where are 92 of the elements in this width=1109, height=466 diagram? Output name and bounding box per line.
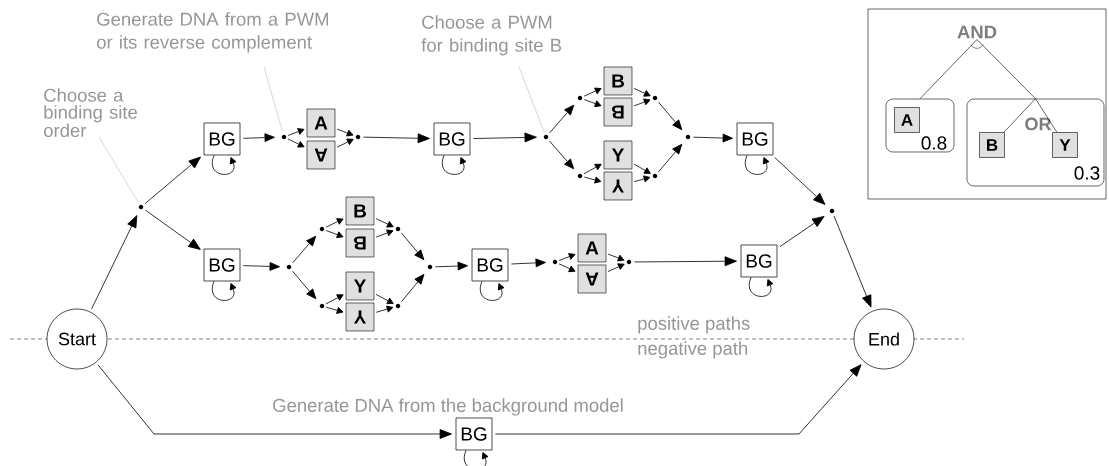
motif-box: A [894, 107, 920, 133]
arrow [494, 364, 862, 435]
inset-panel [867, 8, 1107, 200]
motif-box: B [345, 196, 375, 226]
arrow [144, 156, 201, 204]
arrow [658, 143, 683, 173]
arrow [549, 104, 575, 134]
annotation-text: Choose a PWM for binding site B [421, 15, 562, 56]
arrow [583, 176, 602, 184]
arrow [325, 218, 344, 228]
self-loop-arrow [442, 154, 467, 175]
self-loop-arrow [745, 154, 770, 175]
tree-line [976, 39, 1036, 99]
arrow [607, 263, 625, 272]
arrow [633, 98, 651, 107]
arrow [549, 140, 575, 170]
arrow [375, 229, 394, 238]
state-box: BG [203, 122, 241, 156]
reverse-motif-box: Y [603, 171, 633, 201]
arrow [472, 132, 537, 143]
reverse-motif-box: A [577, 264, 607, 294]
state-box: BG [455, 417, 493, 451]
arrow [325, 294, 344, 305]
reverse-motif-box: B [345, 228, 375, 258]
state-box: BG [740, 244, 778, 278]
arrow [325, 230, 344, 239]
arrow [292, 235, 317, 264]
arrow [583, 163, 602, 175]
arrow [91, 215, 138, 310]
arrow [363, 133, 430, 144]
arrow [435, 261, 468, 271]
arrow [658, 101, 683, 131]
state-box: BG [203, 248, 241, 282]
motif-box: A [306, 108, 336, 138]
tree-line [1003, 98, 1036, 133]
motif-box: B [979, 132, 1005, 158]
motif-box: B [603, 66, 633, 96]
self-loop-arrow [480, 280, 505, 301]
reverse-motif-box: A [306, 140, 336, 170]
arrow [607, 253, 625, 262]
arrow [779, 216, 825, 248]
arrow [634, 256, 737, 267]
arrow [633, 163, 651, 174]
arrow [558, 263, 576, 273]
arrow [401, 232, 425, 261]
motif-box: Y [1052, 132, 1078, 158]
arrow [375, 305, 394, 313]
operator-label: AND [957, 25, 997, 39]
self-loop-arrow [212, 280, 237, 301]
arrow [336, 138, 354, 148]
arrow [242, 133, 275, 142]
tree-line [1035, 98, 1058, 133]
arrow [833, 215, 872, 308]
arrow [325, 306, 344, 314]
arrow [292, 270, 317, 300]
arrow [287, 128, 305, 136]
arrow [583, 99, 602, 108]
self-loop-arrow [749, 276, 774, 297]
arrow [633, 175, 651, 183]
state-box: BG [736, 122, 774, 156]
reverse-motif-box: B [603, 97, 633, 127]
self-loop-arrow [464, 449, 489, 466]
arrow [287, 138, 305, 148]
tree-line [919, 39, 978, 99]
region-label: positive paths [638, 316, 750, 334]
annotation-text: Generate DNA from the background model [273, 398, 623, 416]
leader-line [263, 66, 283, 132]
arrow [145, 209, 201, 250]
arrow [583, 87, 602, 97]
annotation-text: Choose a binding site order [44, 88, 137, 138]
arrow [558, 253, 576, 261]
arrow [693, 133, 733, 143]
arrow [375, 218, 394, 228]
self-loop-arrow [212, 154, 237, 175]
leader-line [98, 136, 139, 203]
state-box: BG [471, 248, 509, 282]
motif-box: A [577, 233, 607, 263]
arrow [510, 258, 546, 268]
state-box: BG [433, 122, 471, 156]
arrow [375, 294, 394, 304]
arrow [633, 88, 651, 97]
arrow [774, 157, 826, 205]
motif-box: Y [345, 271, 375, 301]
annotation-text: Generate DNA from a PWM or its reverse complement [97, 12, 329, 53]
arrow [242, 262, 280, 271]
arrow [97, 364, 452, 439]
arrow [401, 273, 425, 303]
region-label: negative path [638, 341, 748, 359]
reverse-motif-box: Y [345, 302, 375, 332]
motif-box: Y [603, 140, 633, 170]
arrow [336, 128, 354, 137]
leader-line [518, 66, 545, 133]
